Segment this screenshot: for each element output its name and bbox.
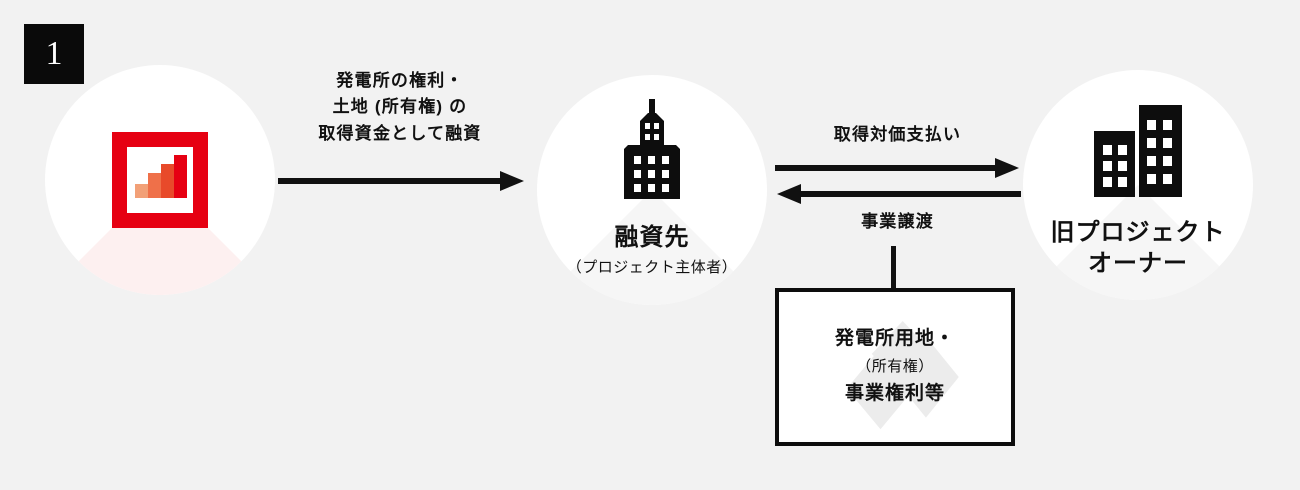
node-previous-owner-circle xyxy=(1023,70,1253,300)
node-previous-owner-label: 旧プロジェクト オーナー xyxy=(1051,218,1226,279)
node-borrower-title: 融資先 xyxy=(614,224,690,251)
flow-business-transfer-label: 事業譲渡 xyxy=(861,212,934,231)
office-buildings-icon xyxy=(1023,70,1253,335)
asset-box: 発電所用地・ （所有権） 事業権利等 xyxy=(775,288,1015,446)
flow-loan-arrow xyxy=(278,171,524,191)
asset-box-line-2: （所有権） xyxy=(856,357,934,375)
asset-box-line-3: 事業権利等 xyxy=(844,383,945,405)
node-previous-owner-title-line2: オーナー xyxy=(1088,249,1188,277)
step-number-badge: 1 xyxy=(24,24,84,84)
flow-business-transfer-arrow xyxy=(777,184,1021,204)
flow-payment-arrow xyxy=(775,158,1019,178)
skyscraper-icon xyxy=(537,75,767,329)
asset-box-line-1: 発電所用地・ xyxy=(834,328,955,350)
node-lender xyxy=(45,65,275,295)
asset-box-content: 発電所用地・ （所有権） 事業権利等 xyxy=(779,292,1011,442)
node-previous-owner: 旧プロジェクト オーナー xyxy=(1023,70,1253,300)
node-previous-owner-title-line1: 旧プロジェクト xyxy=(1050,219,1226,246)
node-borrower-subtitle: （プロジェクト主体者） xyxy=(566,258,738,276)
step-number-label: 1 xyxy=(45,35,63,72)
flow-loan-label: 発電所の権利・ 土地 (所有権) の 取得資金として融資 xyxy=(318,71,482,143)
asset-box-connector xyxy=(891,246,896,290)
bar-chart-growth-icon xyxy=(45,65,275,295)
node-borrower-label: 融資先 （プロジェクト主体者） xyxy=(567,223,738,277)
node-borrower: 融資先 （プロジェクト主体者） xyxy=(537,75,767,305)
flow-payment-label: 取得対価支払い xyxy=(833,125,962,144)
